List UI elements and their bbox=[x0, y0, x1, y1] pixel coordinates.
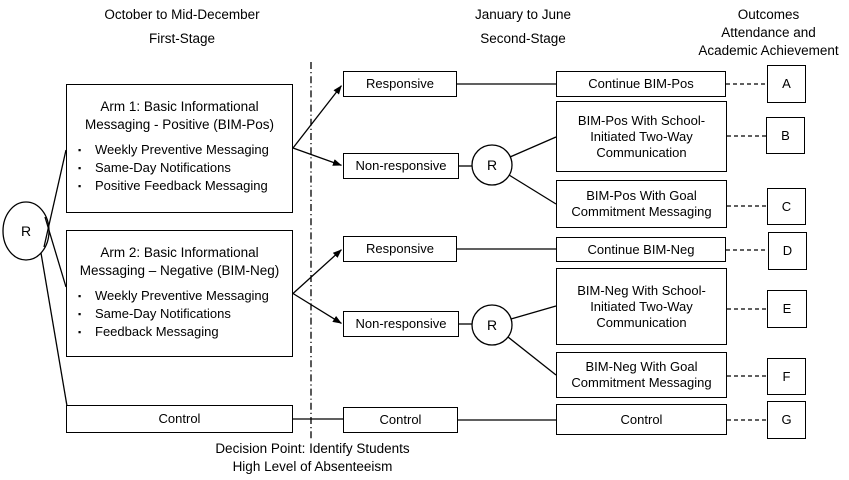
bullet-icon: ▪ bbox=[78, 163, 82, 173]
arm2-title: Arm 2: Basic Informational Messaging – N… bbox=[79, 245, 280, 278]
outcome-box-e: E bbox=[767, 290, 807, 328]
arm2-bim-neg-box: Arm 2: Basic Informational Messaging – N… bbox=[66, 230, 293, 357]
outcome-box-a: A bbox=[767, 65, 806, 103]
outcome-box-c: C bbox=[767, 188, 806, 225]
arm2-bullet-2: Same-Day Notifications bbox=[95, 306, 231, 321]
bullet-icon: ▪ bbox=[78, 327, 82, 337]
outcome-box-d: D bbox=[768, 232, 807, 270]
header-second-stage-label: Second-Stage bbox=[480, 31, 566, 46]
decision-point-note: Decision Point: Identify Students High L… bbox=[215, 441, 410, 474]
list-item: ▪ Same-Day Notifications bbox=[78, 305, 292, 323]
header-outcomes: Outcomes Attendance and Academic Achieve… bbox=[698, 7, 839, 58]
arm1-bullet-2: Same-Day Notifications bbox=[95, 160, 231, 175]
randomizer-circle-neg bbox=[471, 304, 513, 346]
continue-bim-neg-box: Continue BIM-Neg bbox=[556, 237, 726, 262]
list-item: ▪ Same-Day Notifications bbox=[78, 159, 292, 177]
bullet-icon: ▪ bbox=[78, 181, 82, 191]
bim-pos-school-box: BIM-Pos With School- Initiated Two-Way C… bbox=[556, 101, 727, 172]
bim-neg-school-box: BIM-Neg With School- Initiated Two-Way C… bbox=[556, 268, 727, 345]
randomizer-label-neg: R bbox=[486, 317, 498, 333]
header-second-stage-period: January to June bbox=[474, 7, 572, 22]
arm2-bullet-1: Weekly Preventive Messaging bbox=[95, 288, 269, 303]
non-responsive-pos-box: Non-responsive bbox=[343, 153, 459, 179]
arm1-title: Arm 1: Basic Informational Messaging - P… bbox=[84, 99, 275, 132]
arm1-bullet-list: ▪ Weekly Preventive Messaging ▪ Same-Day… bbox=[67, 141, 292, 195]
bullet-icon: ▪ bbox=[78, 291, 82, 301]
list-item: ▪ Weekly Preventive Messaging bbox=[78, 287, 292, 305]
arm1-bim-pos-box: Arm 1: Basic Informational Messaging - P… bbox=[66, 84, 293, 213]
bullet-icon: ▪ bbox=[78, 145, 82, 155]
arm2-bullet-3: Feedback Messaging bbox=[95, 324, 219, 339]
outcome-box-b: B bbox=[766, 117, 805, 154]
outcome-box-g: G bbox=[767, 401, 806, 439]
header-first-stage: October to Mid-December First-Stage bbox=[79, 6, 285, 48]
non-responsive-neg-box: Non-responsive bbox=[343, 311, 459, 337]
list-item: ▪ Feedback Messaging bbox=[78, 323, 292, 341]
randomizer-label-pos: R bbox=[486, 157, 498, 173]
control-first-stage-box: Control bbox=[66, 405, 293, 433]
bim-pos-goal-box: BIM-Pos With Goal Commitment Messaging bbox=[556, 180, 727, 228]
randomizer-circle-pos bbox=[471, 144, 513, 186]
bullet-icon: ▪ bbox=[78, 309, 82, 319]
continue-bim-pos-box: Continue BIM-Pos bbox=[556, 71, 726, 97]
header-second-stage: January to June Second-Stage bbox=[420, 6, 626, 48]
outcome-box-f: F bbox=[767, 358, 806, 395]
control-mid-box: Control bbox=[343, 407, 458, 433]
arm2-bullet-list: ▪ Weekly Preventive Messaging ▪ Same-Day… bbox=[67, 287, 292, 341]
bim-neg-goal-box: BIM-Neg With Goal Commitment Messaging bbox=[556, 352, 727, 398]
arm1-bullet-1: Weekly Preventive Messaging bbox=[95, 142, 269, 157]
list-item: ▪ Positive Feedback Messaging bbox=[78, 177, 292, 195]
list-item: ▪ Weekly Preventive Messaging bbox=[78, 141, 292, 159]
responsive-neg-box: Responsive bbox=[343, 236, 457, 262]
header-first-stage-label: First-Stage bbox=[148, 31, 216, 46]
randomizer-label-main: R bbox=[20, 223, 32, 239]
control-second-stage-box: Control bbox=[556, 404, 727, 435]
header-first-stage-period: October to Mid-December bbox=[104, 7, 260, 22]
responsive-pos-box: Responsive bbox=[343, 71, 457, 97]
arm1-bullet-3: Positive Feedback Messaging bbox=[95, 178, 268, 193]
